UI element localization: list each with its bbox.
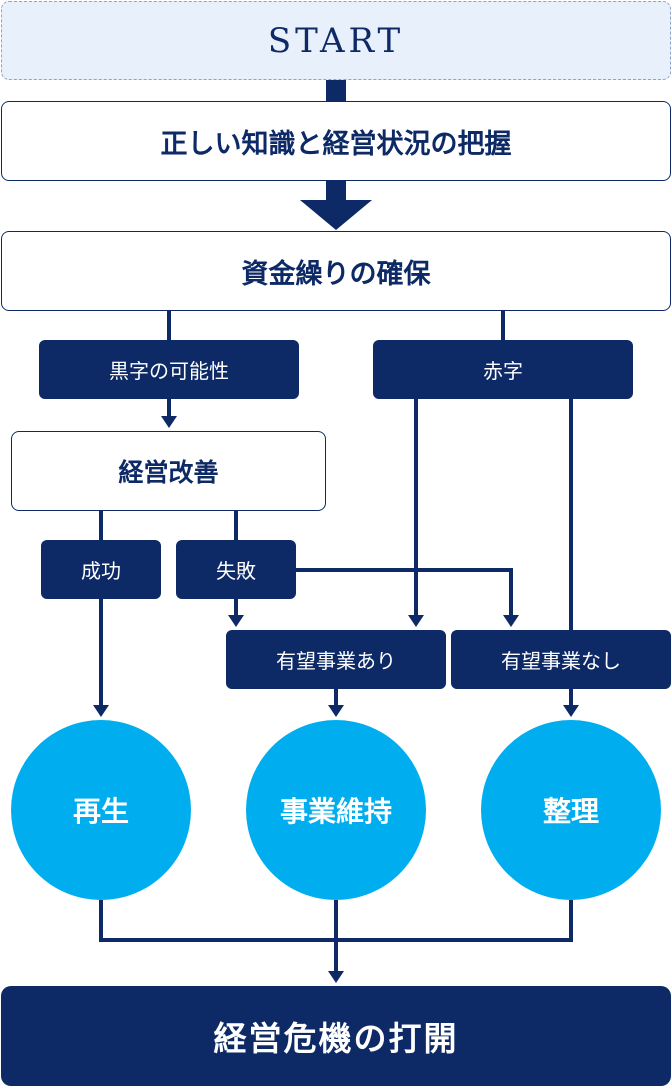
line-failure-promising-no xyxy=(296,568,513,617)
branch-profit-possible: 黒字の可能性 xyxy=(39,340,299,399)
step-improvement-label: 経営改善 xyxy=(118,458,219,487)
arrowhead-improvement xyxy=(161,416,177,428)
branch-promising-yes-label: 有望事業あり xyxy=(276,649,396,673)
outcome-liquidation: 整理 xyxy=(481,720,661,900)
branch-promising-no: 有望事業なし xyxy=(451,630,671,689)
branch-promising-no-label: 有望事業なし xyxy=(501,649,621,673)
step-funding-label: 資金繰りの確保 xyxy=(241,258,431,290)
branch-deficit-label: 赤字 xyxy=(483,359,523,383)
arrowhead-failure-yes xyxy=(228,615,244,627)
branch-deficit: 赤字 xyxy=(373,340,633,399)
outcome-revival-label: 再生 xyxy=(72,795,129,828)
branch-success-label: 成功 xyxy=(81,559,121,583)
step-knowledge-label: 正しい知識と経営状況の把握 xyxy=(160,128,512,160)
arrowhead-revival xyxy=(93,705,109,717)
outcome-liquidation-label: 整理 xyxy=(542,795,599,828)
branch-promising-yes: 有望事業あり xyxy=(226,630,446,689)
outcome-revival: 再生 xyxy=(11,720,191,900)
step-improvement: 経営改善 xyxy=(11,431,326,511)
big-arrow-head xyxy=(300,200,372,230)
step-knowledge: 正しい知識と経営状況の把握 xyxy=(1,101,671,181)
branch-success: 成功 xyxy=(41,540,161,599)
start-connector xyxy=(326,80,346,101)
start-box: START xyxy=(1,1,671,80)
branch-failure: 失敗 xyxy=(176,540,296,599)
branch-profit-possible-label: 黒字の可能性 xyxy=(109,359,229,383)
outcome-business-keep: 事業維持 xyxy=(246,720,426,900)
final-box: 経営危機の打開 xyxy=(1,986,671,1086)
arrowhead-final xyxy=(328,971,344,983)
final-label: 経営危機の打開 xyxy=(213,1019,459,1058)
big-arrow-shaft xyxy=(326,181,346,200)
arrowhead-deficit-yes xyxy=(408,615,424,627)
branch-failure-label: 失敗 xyxy=(216,559,256,583)
step-funding: 資金繰りの確保 xyxy=(1,231,671,311)
arrowhead-keep xyxy=(328,705,344,717)
start-label: START xyxy=(267,20,405,61)
arrowhead-failure-no xyxy=(503,615,519,627)
outcome-business-keep-label: 事業維持 xyxy=(279,795,392,828)
arrowhead-liquidation xyxy=(563,705,579,717)
